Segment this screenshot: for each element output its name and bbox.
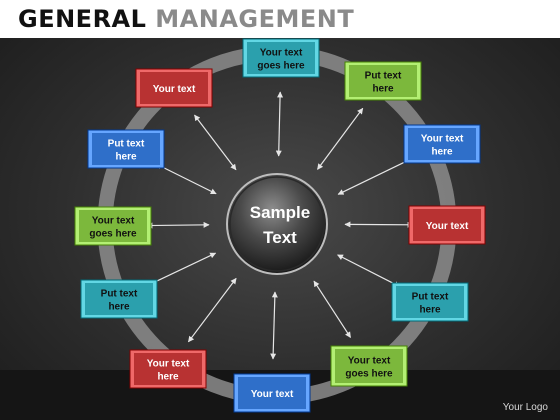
node-box-1[interactable]: Your text goes here [242,38,320,78]
title-primary: GENERAL [18,5,147,33]
node-box-face [79,210,147,242]
node-label-line: goes here [345,369,393,380]
node-box-face [408,128,476,160]
node-label-line: Put text [108,139,145,150]
spoke-arrow-12 [194,114,237,171]
page-title: GENERAL MANAGEMENT [18,5,354,33]
spoke-arrow-3 [337,158,412,195]
node-box-face [92,133,160,165]
node-label-line: Put text [101,289,138,300]
node-label-line: Your text [426,221,469,232]
node-box-face [238,377,306,409]
header: GENERAL MANAGEMENT [0,0,560,38]
node-label-line: Your text [251,389,294,400]
node-label-line: goes here [257,61,305,72]
node-label-line: here [157,372,179,383]
center-hub [226,173,328,275]
spoke-arrow-11 [155,163,217,195]
node-box-face [140,72,208,104]
footer-logo-text: Your Logo [502,402,548,413]
node-box-3[interactable]: Your text here [403,124,481,164]
spoke-arrow-6 [313,280,352,338]
node-box-face [335,349,403,383]
node-box-11[interactable]: Put text here [87,129,165,169]
node-box-face [396,286,464,318]
spoke-arrow-10 [146,221,210,229]
node-box-face [134,353,202,385]
spoke-arrow-1 [275,91,284,157]
node-box-9[interactable]: Put text here [80,279,158,319]
node-label-line: Your text [260,48,303,59]
node-label-line: here [115,152,137,163]
node-label-line: here [431,147,453,158]
spoke-arrow-7 [270,291,278,360]
node-box-10[interactable]: Your text goes here [74,206,152,246]
node-label-line: Put text [412,292,449,303]
node-box-5[interactable]: Put text here [391,282,469,322]
node-box-face [413,209,481,241]
node-box-8[interactable]: Your text here [129,349,207,389]
title-secondary: MANAGEMENT [155,5,355,33]
spoke-arrow-2 [317,107,364,170]
node-box-4[interactable]: Your text [408,205,486,245]
node-label-line: here [372,84,394,95]
center-label-line-1: Sample [250,203,310,222]
node-box-face [349,65,417,97]
node-box-face [247,42,315,74]
node-box-7[interactable]: Your text [233,373,311,413]
node-box-face [85,283,153,315]
node-label-line: Your text [348,356,391,367]
node-label-line: Your text [421,134,464,145]
node-box-12[interactable]: Your text [135,68,213,108]
spoke-arrows [146,91,414,360]
center-label-line-2: Text [263,228,297,247]
node-label-line: Your text [147,359,190,370]
node-label-line: Your text [153,84,196,95]
node-box-6[interactable]: Your text goes here [330,345,408,387]
node-label-line: here [108,302,130,313]
spoke-arrow-8 [187,277,237,343]
node-label-line: goes here [89,229,137,240]
spoke-arrow-5 [337,254,401,288]
node-label-line: Put text [365,71,402,82]
spoke-arrow-9 [149,252,217,285]
node-label-line: Your text [92,216,135,227]
node-label-line: here [419,305,441,316]
node-box-2[interactable]: Put text here [344,61,422,101]
center-hub-highlight [229,176,325,272]
